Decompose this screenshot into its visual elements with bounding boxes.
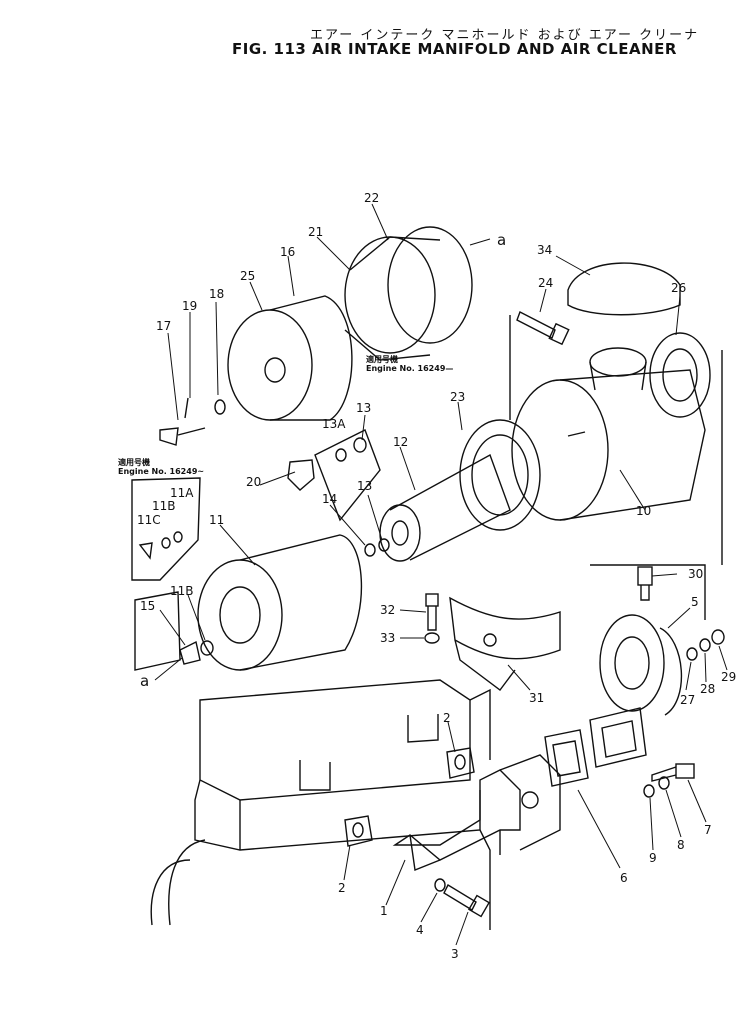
callout-2-upper: 2 <box>443 711 451 725</box>
callout-13-lower: 13 <box>357 479 372 493</box>
callout-4: 4 <box>416 923 424 937</box>
dust-cup-20 <box>287 459 315 491</box>
callout-31: 31 <box>529 691 544 705</box>
washer-13a <box>335 448 347 462</box>
callout-13a: 13A <box>322 417 346 431</box>
inner-element-12 <box>379 453 511 562</box>
flange-gasket-drawing <box>544 729 589 787</box>
nut-14 <box>364 543 376 557</box>
callout-a-lower: a <box>140 672 149 690</box>
callout-24: 24 <box>538 276 553 290</box>
callout-29: 29 <box>721 670 736 684</box>
callout-11: 11 <box>209 513 224 527</box>
callout-28: 28 <box>700 682 715 696</box>
washer-11b-lower <box>200 640 214 656</box>
bolt-32-drawing <box>425 593 439 631</box>
wing-nut-11c <box>138 542 153 560</box>
outer-element-11 <box>197 534 363 671</box>
washer-9-drawing <box>643 784 655 798</box>
cap-34-drawing <box>567 262 681 316</box>
note-box-left <box>131 477 201 581</box>
callout-6: 6 <box>620 871 628 885</box>
callout-17: 17 <box>156 319 171 333</box>
note-engine-upper: Engine No. 16249— <box>366 364 454 373</box>
callout-27: 27 <box>680 693 695 707</box>
washer-13-lower <box>378 538 390 552</box>
washer-8-drawing <box>658 776 670 790</box>
fitting-30 <box>637 566 653 601</box>
callout-9: 9 <box>649 851 657 865</box>
bolt-3-drawing <box>443 884 491 918</box>
washer-18 <box>214 399 226 415</box>
callout-16: 16 <box>280 245 295 259</box>
callout-11c: 11C <box>137 513 161 527</box>
callout-8: 8 <box>677 838 685 852</box>
washer-4-drawing <box>434 878 446 892</box>
callout-3: 3 <box>451 947 459 961</box>
intake-manifold-drawing <box>392 754 561 871</box>
callout-21: 21 <box>308 225 323 239</box>
seal-23-drawing <box>459 419 541 531</box>
callout-labels: 1 2 2 3 4 5 6 7 8 9 10 11 11A 11B 11B 11… <box>137 191 736 961</box>
callout-25: 25 <box>240 269 255 283</box>
callout-32: 32 <box>380 603 395 617</box>
callout-2-lower: 2 <box>338 881 346 895</box>
callout-11b-upper: 11B <box>152 499 176 513</box>
assembly-lines-right <box>509 315 723 565</box>
engine-block-drawing <box>150 679 491 930</box>
callout-14: 14 <box>322 492 337 506</box>
nuts-27-29 <box>686 629 725 661</box>
callout-a-upper: a <box>497 231 506 249</box>
gasket-26-drawing <box>649 332 711 418</box>
air-cleaner-body-10 <box>511 347 706 521</box>
gasket-2-upper <box>446 747 475 779</box>
connector-drawing <box>589 614 683 768</box>
callout-23: 23 <box>450 390 465 404</box>
callout-15: 15 <box>140 599 155 613</box>
bolt-24-drawing <box>516 311 570 346</box>
washer-13-upper <box>353 437 367 453</box>
wing-nut-15 <box>179 640 201 665</box>
note-engine-left: Engine No. 16249~ <box>118 467 205 476</box>
washer-11b-upper <box>161 537 171 549</box>
cover-16-25 <box>227 295 353 421</box>
callout-19: 19 <box>182 299 197 313</box>
note-jp-left: 適用号機 <box>118 458 150 467</box>
applicability-note-left: 適用号機 Engine No. 16249~ <box>118 458 204 476</box>
pin-19 <box>184 397 189 419</box>
washer-33-drawing <box>424 632 440 644</box>
bracket-31-drawing <box>449 596 561 691</box>
callout-13-upper: 13 <box>356 401 371 415</box>
title-japanese: エアー インテーク マニホールド および エアー クリーナ <box>310 28 700 43</box>
callout-33: 33 <box>380 631 395 645</box>
wing-nut-17 <box>159 427 206 446</box>
bolt-7-drawing <box>651 763 695 782</box>
callout-22: 22 <box>364 191 379 205</box>
callout-5: 5 <box>691 595 699 609</box>
washer-11a <box>173 531 183 543</box>
callout-11b-lower: 11B <box>170 584 194 598</box>
callout-26: 26 <box>671 281 686 295</box>
note-box-centre <box>314 429 381 522</box>
callout-1: 1 <box>380 904 388 918</box>
cover-21-drawing <box>344 236 441 361</box>
figure-title: FIG. 113 AIR INTAKE MANIFOLD AND AIR CLE… <box>232 40 677 58</box>
leader-lines <box>154 203 728 946</box>
band-22-drawing <box>387 226 473 344</box>
callout-12: 12 <box>393 435 408 449</box>
gasket-2-lower <box>344 815 373 847</box>
callout-20: 20 <box>246 475 261 489</box>
callout-11a: 11A <box>170 486 194 500</box>
callout-7: 7 <box>704 823 712 837</box>
assembly-lines-connector <box>590 564 706 620</box>
callout-18: 18 <box>209 287 224 301</box>
callout-30: 30 <box>688 567 703 581</box>
callout-34: 34 <box>537 243 552 257</box>
callout-10: 10 <box>636 504 651 518</box>
